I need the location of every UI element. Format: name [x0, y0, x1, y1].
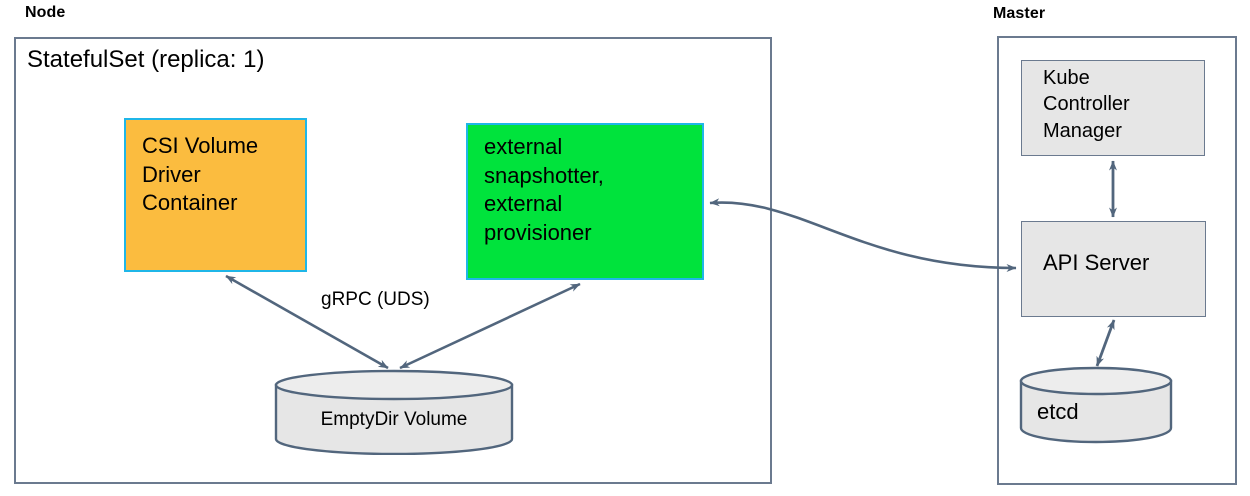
kube-controller-manager-box[interactable]: Kube Controller Manager	[1021, 60, 1205, 156]
etcd-cylinder-shape	[1019, 366, 1173, 444]
api-server-box[interactable]: API Server	[1021, 221, 1206, 317]
external-sidecars-box[interactable]: external snapshotter, external provision…	[466, 123, 704, 280]
grpc-uds-edge-label: gRPC (UDS)	[321, 289, 430, 310]
emptydir-volume-label: EmptyDir Volume	[320, 409, 468, 430]
emptydir-cylinder-shape	[274, 369, 514, 456]
emptydir-volume-cylinder[interactable]: EmptyDir Volume	[274, 369, 514, 456]
node-group-label: Node	[25, 4, 66, 21]
external-sidecars-label: external snapshotter, external provision…	[484, 134, 604, 245]
statefulset-title: StatefulSet (replica: 1)	[27, 46, 265, 73]
api-server-label: API Server	[1043, 250, 1150, 275]
etcd-label: etcd	[1037, 399, 1079, 424]
csi-volume-driver-container-box[interactable]: CSI Volume Driver Container	[124, 118, 307, 272]
kube-controller-manager-label: Kube Controller Manager	[1043, 67, 1130, 142]
etcd-cylinder[interactable]: etcd	[1019, 366, 1173, 444]
csi-volume-driver-container-label: CSI Volume Driver Container	[142, 133, 259, 216]
master-group-label: Master	[993, 5, 1046, 22]
